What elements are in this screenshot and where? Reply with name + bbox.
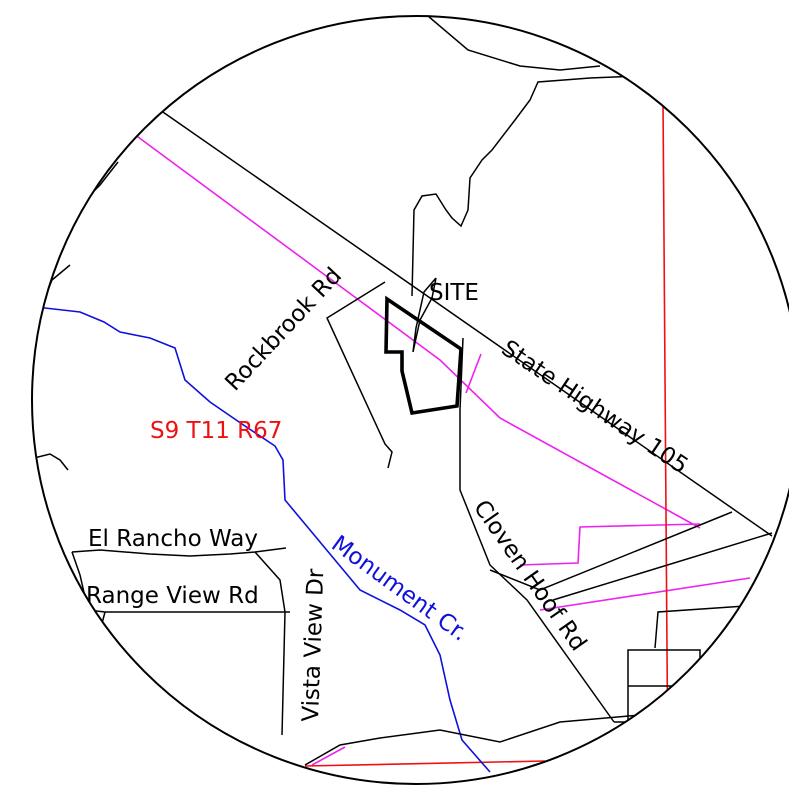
- cloven-hoof-rd-west-line: [459, 337, 615, 723]
- west-edge-curve: [33, 453, 69, 471]
- east-boundary-stub-1: [519, 523, 701, 566]
- section-line-horizontal: [304, 760, 546, 767]
- terrain-ridge-north: [427, 16, 601, 71]
- label-state-highway-105: State Highway 105: [497, 335, 693, 479]
- site-parcel: [384, 295, 463, 416]
- label-site: SITE: [429, 280, 479, 306]
- cloven-hoof-rd-east-line: [489, 511, 733, 591]
- vista-view-dr-line: [254, 551, 286, 736]
- map-frame-circle: [31, 15, 789, 785]
- diagonal-boundary-line: [133, 133, 701, 529]
- state-highway-105-line: [159, 109, 773, 537]
- parcel-line-east-1: [552, 532, 773, 601]
- label-monument-cr: Monument Cr.: [326, 531, 472, 647]
- label-range-view-rd: Range View Rd: [86, 583, 259, 609]
- parcel-line-east-2: [654, 604, 761, 649]
- rockbrook-rd-line: [326, 281, 393, 469]
- section-line-vertical: [662, 101, 669, 784]
- label-rockbrook-rd: Rockbrook Rd: [220, 263, 347, 396]
- parcel-lot-east: [614, 649, 701, 723]
- label-cloven-hoof-rd: Cloven Hoof Rd: [468, 496, 591, 656]
- range-view-rd-west-curve: [71, 551, 89, 611]
- section-lines: [304, 101, 669, 784]
- label-vista-view-dr: Vista View Dr: [298, 568, 329, 722]
- site-leader-line: [412, 277, 437, 353]
- range-view-rd-line: [87, 609, 290, 613]
- south-road-line: [304, 714, 641, 766]
- south-boundary-stub: [311, 746, 346, 766]
- roads-and-parcels: [32, 16, 773, 766]
- east-boundary-stub-2: [539, 577, 751, 611]
- terrain-ridge-northwest: [43, 161, 119, 251]
- monument-creek: [32, 305, 491, 773]
- short-boundary-spur: [465, 353, 482, 394]
- magenta-boundary-lines: [133, 133, 751, 766]
- label-section-township-range: S9 T11 R67: [150, 418, 282, 444]
- label-el-rancho-way: El Rancho Way: [88, 526, 258, 552]
- terrain-ridge: [411, 75, 641, 297]
